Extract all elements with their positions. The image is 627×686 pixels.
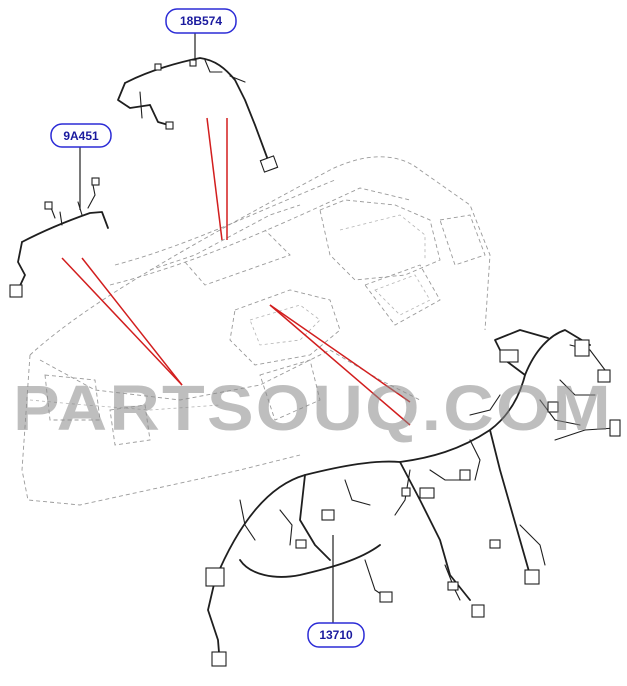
callout-label: 9A451 [63,129,99,143]
callout-18b574[interactable]: 18B574 [165,8,237,34]
callout-label: 13710 [319,628,353,642]
harness-9a451 [9,177,109,298]
callout-label: 18B574 [180,14,222,28]
callout-13710[interactable]: 13710 [307,622,365,648]
callout-leaders [79,33,334,623]
red-leaders [61,117,411,426]
watermark: PARTSOUQ.COM [13,372,613,444]
callout-9a451[interactable]: 9A451 [50,123,112,148]
harness-13710 [205,329,621,667]
dashboard-outline [21,156,491,506]
harness-18b574 [117,57,279,173]
